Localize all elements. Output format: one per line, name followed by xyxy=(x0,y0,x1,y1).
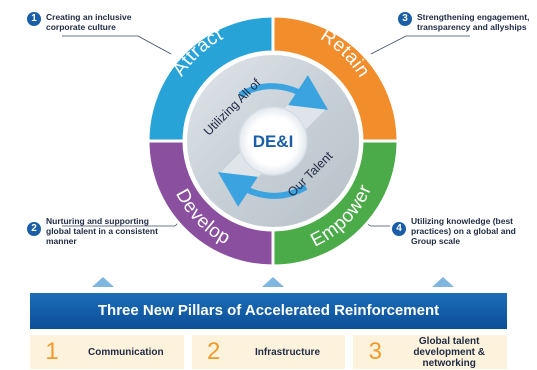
pillar-number: 2 xyxy=(206,338,221,365)
number-badge: 3 xyxy=(398,12,412,26)
cycle-arrow-top-icon xyxy=(238,75,329,110)
cycle-arrow-bottom-icon xyxy=(217,172,308,207)
annotation-text: Strengthening engagement, transparency a… xyxy=(417,12,530,32)
annotation-4: 4 Utilizing knowledge (best practices) o… xyxy=(392,216,530,246)
ring-segment-develop xyxy=(146,139,275,268)
up-arrow-icon xyxy=(92,277,114,287)
connector-line-3 xyxy=(370,35,407,55)
pillar-label: Communication xyxy=(88,346,164,358)
dei-wheel-diagram: Attract Retain Develop Empower Utilizing… xyxy=(62,14,470,287)
pillar-card: 1 Communication xyxy=(30,335,184,369)
annotation-text: Nurturing and supporting global talent i… xyxy=(46,216,158,246)
center-label: DE&I xyxy=(253,132,294,151)
number-badge: 4 xyxy=(392,222,406,236)
annotation-3: 3 Strengthening engagement, transparency… xyxy=(398,12,532,32)
up-arrow-icon xyxy=(262,277,284,287)
pillars-banner: Three New Pillars of Accelerated Reinfor… xyxy=(30,293,507,329)
pillars-row: 1 Communication 2 Infrastructure 3 Globa… xyxy=(30,335,508,369)
pillar-card: 3 Global talent development & networking xyxy=(353,335,508,369)
pillar-number: 3 xyxy=(368,338,383,365)
center-circle xyxy=(238,106,308,176)
connector-line-1 xyxy=(137,35,172,55)
number-badge: 2 xyxy=(27,222,41,236)
annotation-text: Creating an inclusive corporate culture xyxy=(46,12,132,32)
pillar-label: Global talent development & networking xyxy=(413,335,486,369)
up-arrow-icon xyxy=(432,277,454,287)
annotation-1: 1 Creating an inclusive corporate cultur… xyxy=(27,12,162,32)
annotation-2: 2 Nurturing and supporting global talent… xyxy=(27,216,162,246)
number-badge: 1 xyxy=(27,12,41,26)
annotation-text: Utilizing knowledge (best practices) on … xyxy=(411,216,516,246)
pillar-card: 2 Infrastructure xyxy=(191,335,346,369)
pillar-label: Infrastructure xyxy=(255,346,321,358)
pillar-number: 1 xyxy=(45,338,59,365)
